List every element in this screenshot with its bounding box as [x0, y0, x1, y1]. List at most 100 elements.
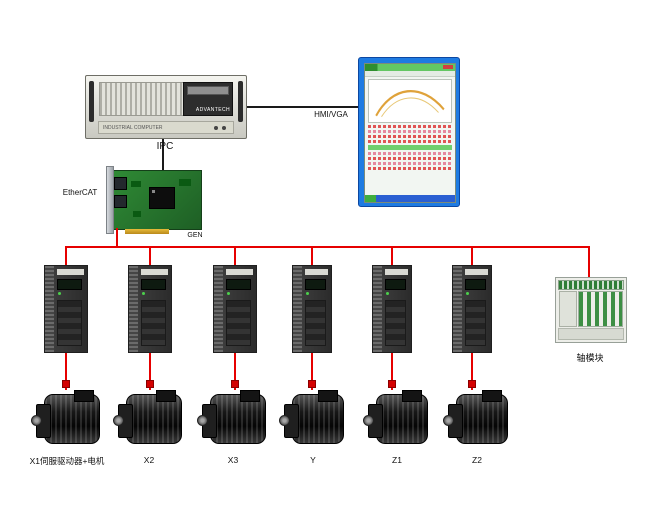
motor-cable-x2	[149, 353, 151, 390]
axis-io-module	[555, 277, 627, 343]
chip-pin1-dot	[152, 190, 155, 193]
drive-connectors	[465, 300, 486, 346]
motor-junction-box	[482, 390, 502, 402]
motor-shaft	[197, 415, 208, 426]
hmi-data-row	[368, 140, 452, 143]
bus-drop-line-x2	[149, 247, 151, 266]
hmi-data-row	[368, 162, 452, 165]
hmi-toolpath-plot	[368, 79, 452, 123]
hmi-monitor	[358, 57, 460, 207]
motor-cable-x3	[234, 353, 236, 390]
motor-junction-box	[402, 390, 422, 402]
bus-drop-line-axis-module	[588, 247, 590, 278]
axis-label-z1: Z1	[392, 455, 402, 465]
motor-shaft	[443, 415, 454, 426]
pcb-component	[131, 181, 141, 187]
ipc-front-strip: INDUSTRIAL COMPUTER	[98, 121, 234, 134]
drive-front-panel	[223, 266, 256, 352]
bus-drop-line-y	[311, 247, 313, 266]
drive-display	[226, 279, 251, 290]
ipc-to-card-line	[162, 137, 164, 170]
drive-front-panel	[138, 266, 171, 352]
drive-front-panel	[462, 266, 491, 352]
servo-drive-x3	[213, 265, 257, 353]
drive-nameplate	[141, 269, 168, 275]
hmi-vga-label: HMI/VGA	[314, 110, 348, 119]
ethercat-master-card	[106, 166, 202, 234]
motor-junction-box	[74, 390, 94, 402]
motor-junction-box	[318, 390, 338, 402]
drive-nameplate	[385, 269, 408, 275]
ipc-right-handle	[238, 81, 243, 122]
motor-cable-x1	[65, 353, 67, 390]
drive-front-panel	[382, 266, 411, 352]
servo-motor-x2	[113, 390, 182, 448]
hmi-menubar	[365, 71, 455, 77]
ipc-left-handle	[89, 81, 94, 122]
axis-module-label: 轴模块	[576, 353, 604, 363]
ipc-drive-bay: ADVANTECH	[183, 82, 233, 116]
motor-shaft	[279, 415, 290, 426]
drive-connectors	[305, 300, 326, 346]
drive-connectors	[141, 300, 166, 346]
hmi-data-row	[368, 130, 452, 133]
motor-cable-z2	[471, 353, 473, 390]
hmi-data-row	[368, 157, 452, 160]
drive-nameplate	[465, 269, 488, 275]
module-terminal-blocks	[578, 291, 623, 327]
servo-motor-z2	[443, 390, 508, 448]
motor-connector	[388, 380, 396, 388]
motor-connector	[146, 380, 154, 388]
motor-shaft	[113, 415, 124, 426]
drive-nameplate	[226, 269, 253, 275]
axis-label-x3: X3	[227, 455, 239, 465]
drive-display	[305, 279, 326, 290]
ipc-brand-text: ADVANTECH	[195, 107, 230, 113]
ethercat-port-icon	[114, 177, 127, 190]
card-bracket	[106, 166, 114, 234]
ethercat-label: EtherCAT	[62, 188, 98, 197]
drive-front-panel	[54, 266, 87, 352]
motor-shaft	[363, 415, 374, 426]
servo-drive-z2	[452, 265, 492, 353]
card-bus-drop-line	[116, 228, 118, 247]
pcb-component	[133, 211, 141, 217]
module-top-connector-row	[558, 280, 624, 290]
motor-cable-y	[311, 353, 313, 390]
ipc-to-monitor-line	[245, 106, 358, 108]
motor-connector	[468, 380, 476, 388]
servo-motor-x1	[31, 390, 100, 448]
axis-label-y: Y	[310, 455, 316, 465]
motor-connector	[62, 380, 70, 388]
card-sub-label: GEN	[187, 232, 203, 239]
pcie-edge-connector	[125, 229, 169, 234]
bus-drop-line-x1	[65, 247, 67, 266]
drive-nameplate	[57, 269, 84, 275]
hmi-data-row	[368, 135, 452, 138]
bus-drop-line-x3	[234, 247, 236, 266]
motor-connector	[231, 380, 239, 388]
drive-nameplate	[305, 269, 328, 275]
drive-display	[141, 279, 166, 290]
module-cpu-block	[559, 291, 577, 327]
servo-motor-y	[279, 390, 344, 448]
drive-status-led	[227, 292, 230, 295]
pcb-component	[179, 179, 191, 186]
toolpath-arc	[375, 90, 445, 118]
hmi-status-row	[368, 145, 452, 150]
hmi-data-row	[368, 125, 452, 128]
motor-junction-box	[240, 390, 260, 402]
axis-label-x2: X2	[143, 455, 155, 465]
servo-motor-z1	[363, 390, 428, 448]
bus-drop-line-z1	[391, 247, 393, 266]
ipc-label: IPC	[156, 141, 174, 152]
servo-motor-x3	[197, 390, 266, 448]
drive-connectors	[57, 300, 82, 346]
axis-label-x1: X1伺服驱动器+电机	[29, 456, 105, 466]
cd-drive	[187, 86, 229, 95]
drive-connectors	[226, 300, 251, 346]
drive-display	[385, 279, 406, 290]
hmi-taskbar	[365, 195, 455, 202]
servo-drive-x1	[44, 265, 88, 353]
